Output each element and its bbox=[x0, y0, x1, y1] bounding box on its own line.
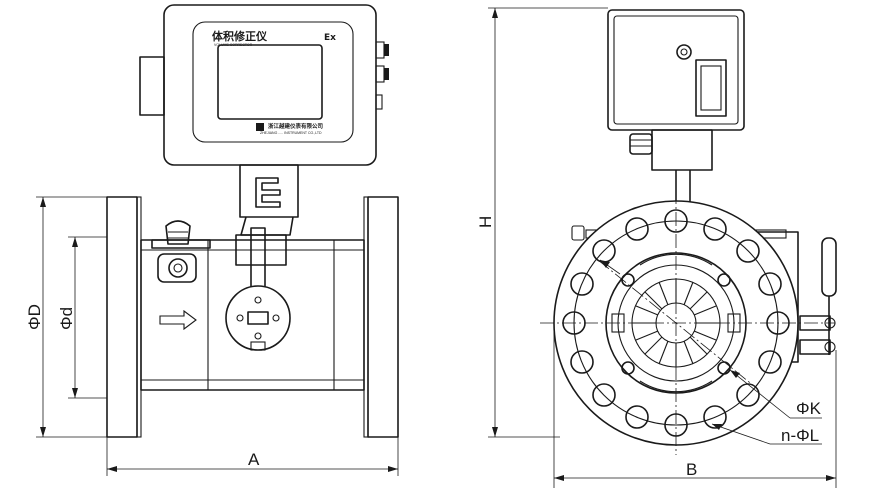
sensor-assembly bbox=[225, 227, 291, 351]
corrector-side bbox=[607, 9, 745, 210]
housing-face bbox=[192, 21, 354, 143]
bolt-hole bbox=[570, 350, 594, 374]
front-view: 体积修正仪 VOLUME CORRECTOR Ex 浙江越建仪表有限公司 ZHE… bbox=[25, 4, 399, 476]
side-lever bbox=[799, 237, 837, 355]
screw-icon bbox=[621, 361, 635, 375]
side-view: ΦK n-ΦL H B bbox=[476, 7, 837, 488]
lever-block-bottom bbox=[799, 339, 831, 355]
e-mark bbox=[255, 177, 281, 208]
flow-arrow-icon bbox=[159, 309, 197, 331]
connector-plug bbox=[375, 94, 383, 110]
fitting-nut bbox=[168, 258, 188, 278]
connector-bottom bbox=[375, 65, 385, 83]
sensor-hub bbox=[247, 311, 269, 325]
lcd-screen bbox=[217, 44, 323, 120]
outlet-flange bbox=[367, 196, 399, 438]
screw-icon bbox=[621, 273, 635, 287]
neck-block bbox=[239, 164, 299, 218]
bolt-hole bbox=[703, 405, 727, 429]
cable-gland bbox=[629, 133, 653, 155]
lever-grip bbox=[821, 237, 837, 297]
maker-name-en: ZHEJIANG ..... INSTRUMENT CO.,LTD bbox=[260, 131, 322, 135]
bolt-hole bbox=[758, 350, 782, 374]
vent-plug bbox=[571, 225, 585, 241]
maker-name: 浙江越建仪表有限公司 bbox=[268, 122, 323, 130]
sensor-flange bbox=[225, 285, 291, 351]
dim-phid-label: Φd bbox=[57, 307, 76, 330]
display-subtitle: VOLUME CORRECTOR bbox=[214, 43, 253, 47]
front-dimensions: ΦD Φd A bbox=[25, 196, 399, 476]
inlet-flange bbox=[106, 196, 138, 438]
dim-H-label: H bbox=[476, 216, 495, 228]
sensor-yoke bbox=[235, 234, 287, 266]
housing-outer bbox=[163, 4, 377, 166]
housing-side-outer bbox=[607, 9, 745, 131]
dim-H: H bbox=[476, 7, 608, 438]
nphiL-leader bbox=[711, 423, 771, 445]
housing-side-plug bbox=[676, 44, 692, 60]
dim-phiD-label: ΦD bbox=[25, 304, 44, 330]
bolt-hole bbox=[664, 209, 688, 233]
body-shell bbox=[140, 239, 365, 391]
bolt-hole bbox=[570, 272, 594, 296]
display-title: 体积修正仪 bbox=[212, 29, 268, 43]
pressure-fitting bbox=[151, 220, 211, 283]
bolt-hole bbox=[703, 217, 727, 241]
dim-B: B bbox=[553, 323, 837, 488]
fitting-strap bbox=[151, 239, 211, 249]
side-neck bbox=[651, 129, 713, 171]
side-boss-left bbox=[139, 56, 165, 116]
neck-flare bbox=[240, 216, 294, 236]
housing-side-boss bbox=[695, 59, 727, 117]
phiK-leader bbox=[729, 369, 791, 419]
neck-adaptor bbox=[239, 164, 299, 236]
dim-B-label: B bbox=[686, 460, 697, 479]
dim-phiK-label: ΦK bbox=[796, 399, 822, 418]
bolt-hole bbox=[625, 405, 649, 429]
corrector-housing: 体积修正仪 VOLUME CORRECTOR Ex 浙江越建仪表有限公司 ZHE… bbox=[139, 4, 389, 166]
dim-nphiL-label: n-ΦL bbox=[781, 426, 819, 445]
meter-body bbox=[140, 239, 365, 391]
dim-A-label: A bbox=[248, 450, 260, 469]
bolt-hole bbox=[592, 383, 616, 407]
bolt-hole bbox=[625, 217, 649, 241]
fitting-body bbox=[157, 253, 197, 283]
bolt-hole bbox=[736, 239, 760, 263]
bolt-hole bbox=[758, 272, 782, 296]
screw-icon bbox=[717, 273, 731, 287]
connector-top bbox=[375, 41, 385, 59]
maker-logo bbox=[256, 123, 264, 131]
ex-mark: Ex bbox=[324, 33, 336, 43]
fitting-cap bbox=[165, 220, 191, 245]
